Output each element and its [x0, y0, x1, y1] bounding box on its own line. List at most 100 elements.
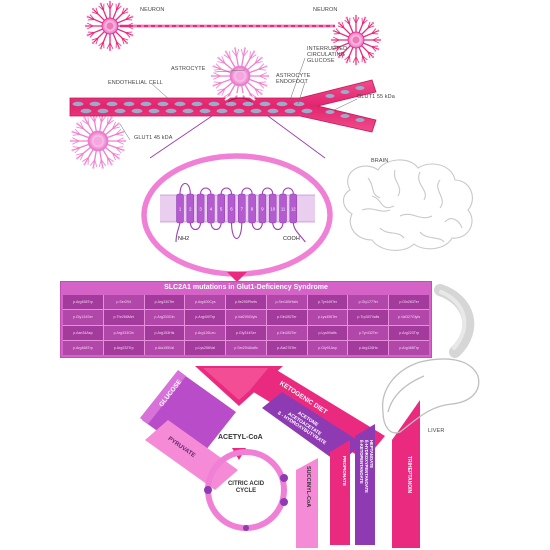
brain-outline: [342, 159, 473, 251]
neuron-left-cell: [84, 0, 136, 52]
anaplerotic-ramp: [296, 400, 420, 548]
helix-12: [289, 193, 298, 224]
mutation-cell: p.Arg468Trp: [63, 340, 103, 355]
mutation-cell: p.Gly314Ser: [226, 325, 266, 340]
cooh-label: COOH: [283, 236, 300, 242]
helix-number-5: 5: [220, 207, 223, 212]
mutation-cell: p.Tyr432Ter: [348, 325, 389, 340]
mutation-cell: p.Val327Glyfs: [389, 310, 429, 325]
neuron-right-cell: [330, 14, 382, 66]
endothelial-cell-label: ENDOTHELIAL CELL: [108, 80, 163, 86]
helix-number-12: 12: [291, 207, 296, 212]
mutation-cell: p.Ala155Val: [144, 340, 185, 355]
neuron-right-label: NEURON: [313, 7, 338, 13]
mutation-cell: p.Gln283Ter: [389, 295, 429, 310]
helix-number-10: 10: [270, 207, 275, 212]
cycle-text: CYCLE: [235, 488, 257, 494]
helix-number-7: 7: [241, 207, 244, 212]
interrupted-glucose-label: INTERRUPTED CIRCULATING GLUCOSE: [307, 46, 348, 64]
mutation-cell: p.Arg458Trp: [63, 295, 103, 310]
helix-7: [238, 193, 246, 224]
mutation-cell: p.Ser294AlaIfs: [226, 340, 266, 355]
mutation-cell: p.Ala275Ter: [266, 340, 307, 355]
neuron-left-label: NEURON: [140, 7, 165, 13]
mutation-cell: p.Gly134Ser: [63, 310, 103, 325]
helix-10: [268, 193, 277, 224]
astrocyte-endfoot-label: ASTROCYTE ENDOFOOT: [276, 73, 311, 85]
helix-number-1: 1: [179, 207, 182, 212]
helix-9: [258, 193, 267, 224]
liver-label: LIVER: [428, 428, 445, 434]
mutation-cell: p.Asn34Asp: [63, 325, 103, 340]
mutation-cell: p.Ser165Hisfs: [266, 295, 307, 310]
down-arrow-icon: [227, 272, 247, 282]
mutation-cell: p.Ser294: [103, 295, 144, 310]
helix-number-2: 2: [189, 207, 192, 212]
helix-number-9: 9: [261, 207, 264, 212]
citric-acid-cycle-label: CITRIC ACID CYCLE: [216, 481, 276, 495]
mutation-cell: p.Val205Glyfs: [226, 310, 266, 325]
mutation-cell: p.Arg468Trp: [389, 340, 429, 355]
helix-8: [248, 193, 256, 224]
glut1-45-label: GLUT1 45 kDA: [134, 135, 173, 141]
liver-outline: [382, 358, 480, 434]
leader-lines: [119, 57, 358, 141]
endothelial-cells: [72, 86, 365, 122]
triheptanoin-label: TRIHEPTANOIN: [406, 456, 412, 494]
propionate-label: PROPIONATE: [342, 456, 347, 487]
mutation-cell: p.Arg400Trp: [185, 310, 226, 325]
helix-number-6: 6: [230, 207, 233, 212]
mutation-cell: p.Gly177Ter: [348, 295, 389, 310]
helix-number-11: 11: [281, 207, 286, 212]
citric-acid-text: CITRIC ACID: [227, 481, 265, 487]
mutation-cell: p.Lys9Valfs: [307, 325, 348, 340]
mutation-cell: p.Lys456Ter: [307, 310, 348, 325]
mutation-cell: p.Gly91Asp: [307, 340, 348, 355]
mutation-cell: p.Arg232Trp: [103, 340, 144, 355]
mutation-table-title: SLC2A1 mutations in Glut1-Deficiency Syn…: [164, 284, 328, 291]
mutation-cell: p.Arg223Trp: [389, 325, 429, 340]
helix-number-8: 8: [251, 207, 254, 212]
helix-6: [227, 193, 236, 224]
zoom-lines: [149, 115, 326, 159]
mutation-cell: p.Gln282Ter: [266, 325, 307, 340]
mutation-cell: p.Thr268Met: [103, 310, 144, 325]
mutation-cell: p.Trp357Valfs: [348, 310, 389, 325]
mutation-cell: p.Gln282Ter: [266, 310, 307, 325]
brain-label: BRAIN: [371, 158, 389, 164]
glut1-55-label: GLUT1 55 kDa: [357, 94, 395, 100]
astrocyte-label: ASTROCYTE: [171, 66, 206, 72]
mutation-cell: p.Arg400Cys: [185, 295, 226, 310]
mutation-cell: p.Arg330Ter: [144, 295, 185, 310]
helix-11: [279, 193, 287, 224]
mutation-cell: p.Arg333Gln: [103, 325, 144, 340]
helix-number-4: 4: [210, 207, 213, 212]
helix-2: [186, 193, 195, 224]
astrocyte-lower-cell: [69, 113, 127, 169]
mutation-cell: p.Arg333Gln: [144, 310, 185, 325]
helix-1: [176, 193, 184, 224]
mutation-cell: p.Arg126Hs: [348, 340, 389, 355]
nh2-label: NH2: [178, 236, 190, 242]
heptanoate-label: HEPTANOATE ß-HYDROXYPENTANOATE ß-KETOPEN…: [359, 440, 374, 493]
mutation-cell: p.Arg126Leu: [185, 325, 226, 340]
crescent-shape: [433, 283, 476, 359]
hydroxypentanoate-text: ß-HYDROXYPENTANOATE: [364, 440, 369, 493]
heptanoate-text: HEPTANOATE: [369, 440, 374, 469]
blood-vessel: [69, 79, 377, 133]
astrocyte-cell: [210, 47, 270, 105]
mutation-cell: p.Arg153His: [144, 325, 185, 340]
acetyl-coa-label: ACETYL-CoA: [218, 434, 263, 441]
helix-5: [217, 193, 225, 224]
mutation-cell: p.Ile295Phefs: [226, 295, 266, 310]
mutation-cell: p.Lys256Val: [185, 340, 226, 355]
helix-4: [207, 193, 215, 224]
ketone-bodies-band: [262, 392, 362, 464]
mutation-cell: p.Tyr449Ter: [307, 295, 348, 310]
helix-number-3: 3: [199, 207, 202, 212]
helix-3: [196, 193, 205, 224]
metabolism-triangle: [195, 366, 283, 406]
